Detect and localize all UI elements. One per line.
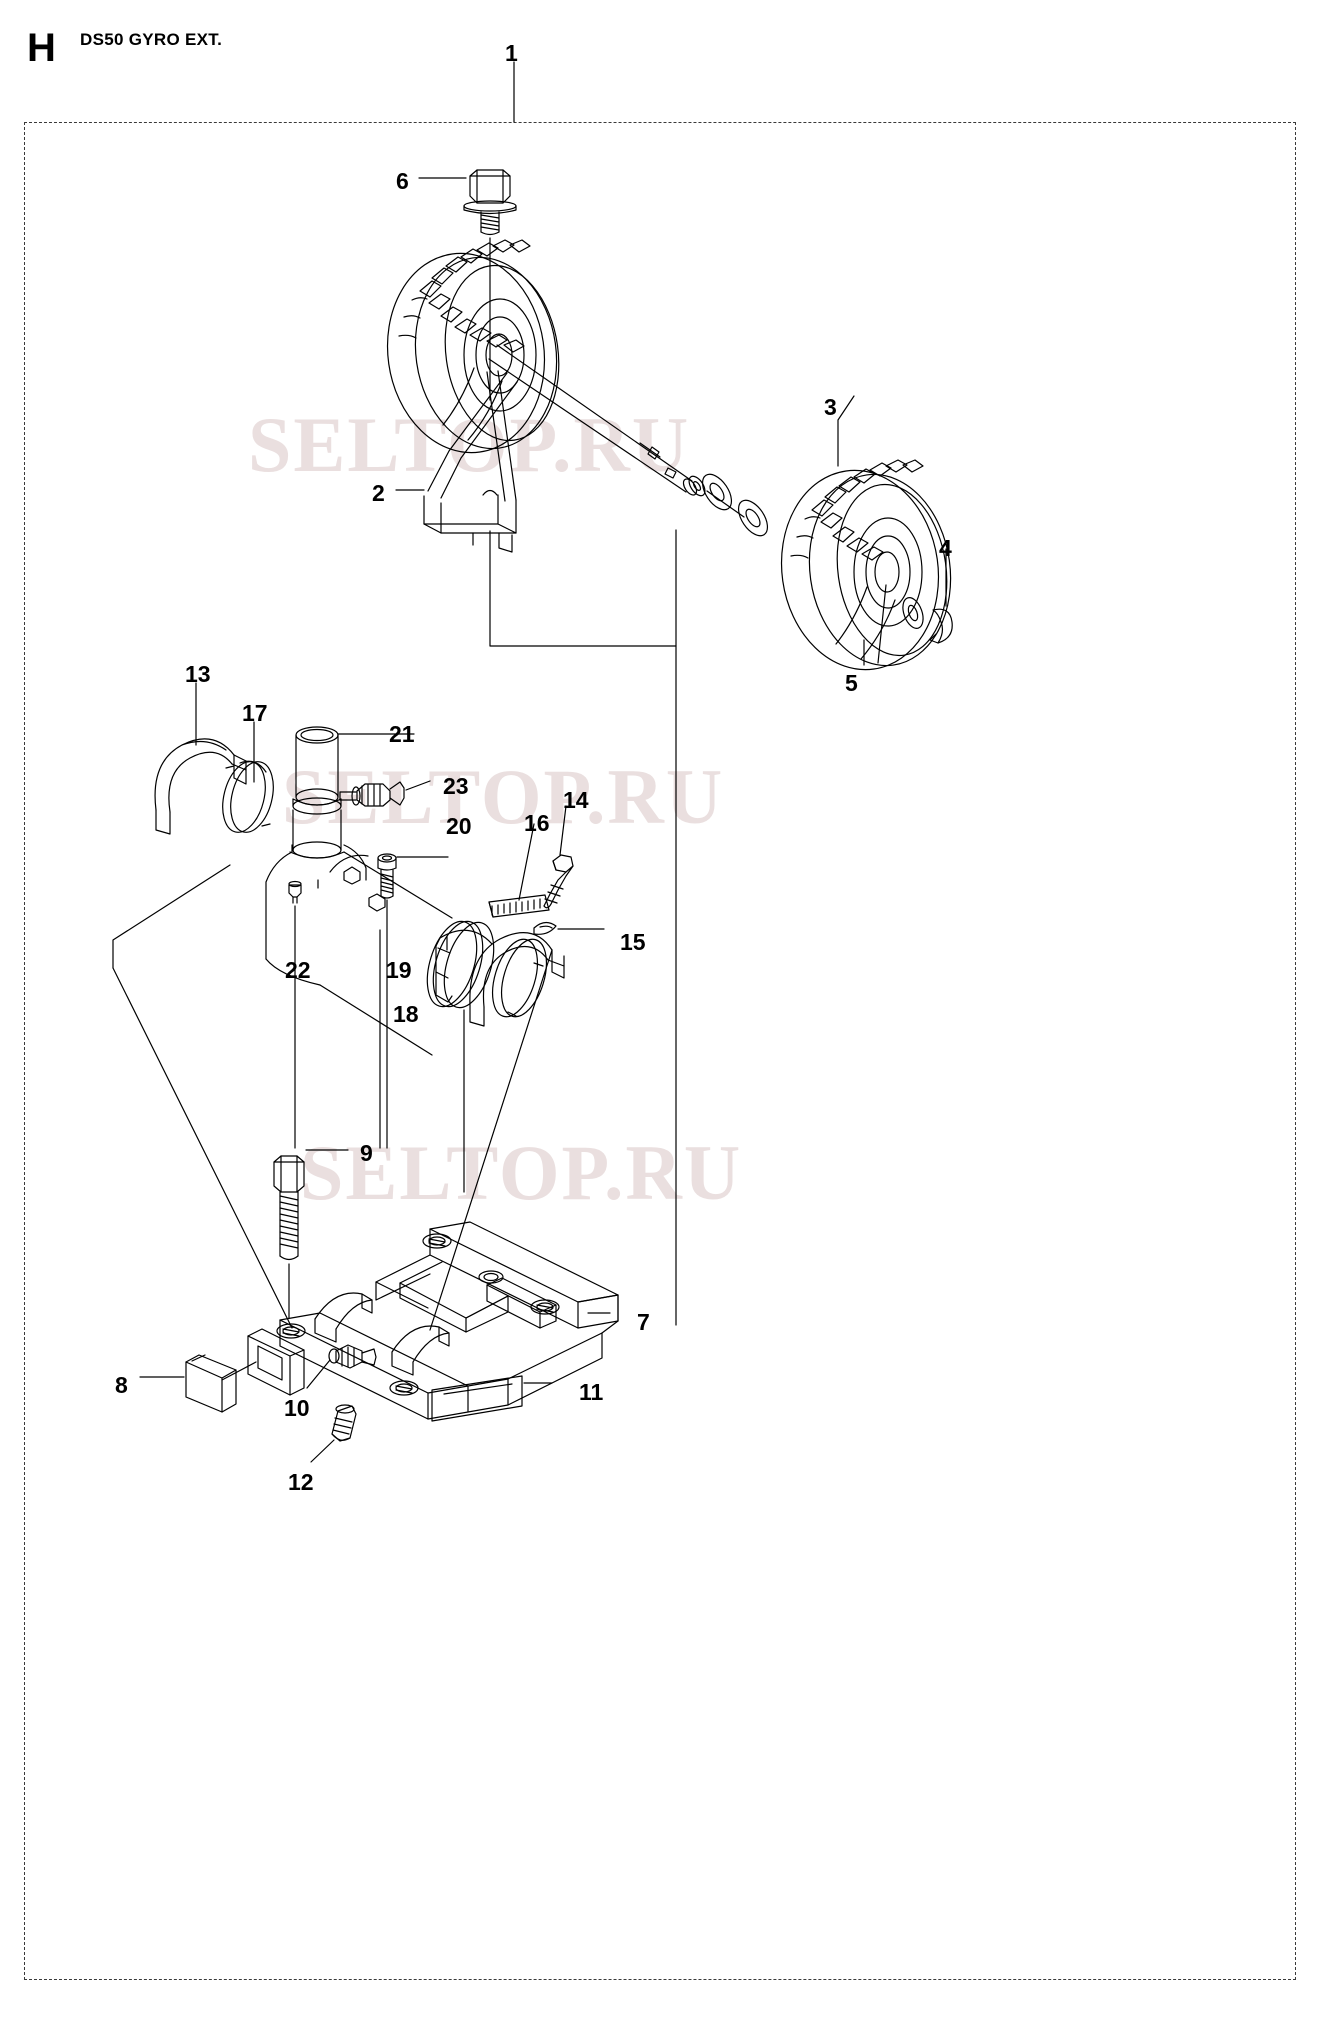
part-hex-bolt-long: [273, 1155, 305, 1261]
callout-15: 15: [620, 929, 646, 955]
part-axle-shaft: [488, 344, 698, 496]
callout-7: 7: [637, 1309, 650, 1335]
part-base-plate: [247, 1221, 619, 1420]
part-grease-nipple: [339, 781, 405, 807]
part-axle-yoke: [423, 370, 518, 553]
part-square-end-cap: [185, 1354, 237, 1413]
callout-9: 9: [360, 1140, 373, 1166]
part-pivot-sleeve: [289, 726, 345, 859]
callout-17: 17: [242, 700, 268, 726]
callout-18: 18: [393, 1001, 419, 1027]
callout-11: 11: [579, 1379, 604, 1405]
callout-20: 20: [446, 813, 472, 839]
callout-2: 2: [372, 480, 385, 506]
callout-19: 19: [386, 957, 412, 983]
part-spring-strip: [488, 894, 550, 918]
section-letter: H: [27, 26, 56, 70]
part-flange-bolt: [463, 169, 517, 236]
watermark-2: SELTOP.RU: [282, 753, 725, 840]
callout-14: 14: [563, 787, 589, 813]
callout-12: 12: [288, 1469, 314, 1495]
part-retaining-clip: [929, 608, 953, 644]
callout-5: 5: [845, 670, 858, 696]
part-washers-axle: [688, 473, 769, 537]
callout-13: 13: [185, 661, 211, 687]
part-set-screw: [288, 880, 302, 904]
part-wheel-left: [386, 239, 560, 454]
part-outer-washer: [902, 597, 924, 629]
callout-4: 4: [939, 535, 952, 561]
part-flange-screw-12: [331, 1404, 357, 1442]
part-clamp-ring-left: [222, 760, 274, 833]
callout-22: 22: [285, 957, 311, 983]
callout-16: 16: [524, 810, 550, 836]
callout-1: 1: [505, 40, 518, 66]
page-title: DS50 GYRO EXT.: [80, 30, 223, 49]
part-housing-body: [265, 844, 484, 1056]
part-clamp-half-right: [469, 932, 565, 1027]
watermark-3: SELTOP.RU: [300, 1129, 743, 1216]
callout-23: 23: [443, 773, 469, 799]
callout-10: 10: [284, 1395, 310, 1421]
callout-3: 3: [824, 394, 837, 420]
part-wheel-right: [780, 459, 952, 671]
part-lock-washer: [533, 921, 557, 935]
part-decal-label: [431, 1375, 523, 1422]
part-clamp-half-inner: [435, 921, 495, 1009]
callout-8: 8: [115, 1372, 128, 1398]
diagram-frame: [24, 122, 1296, 1980]
part-hex-socket-bolt-10: [328, 1344, 377, 1369]
part-socket-screw: [377, 853, 397, 899]
callout-6: 6: [396, 168, 409, 194]
part-hex-bolt-14: [543, 854, 574, 909]
callout-21: 21: [389, 721, 415, 747]
part-clamp-ring-middle: [491, 938, 548, 1018]
